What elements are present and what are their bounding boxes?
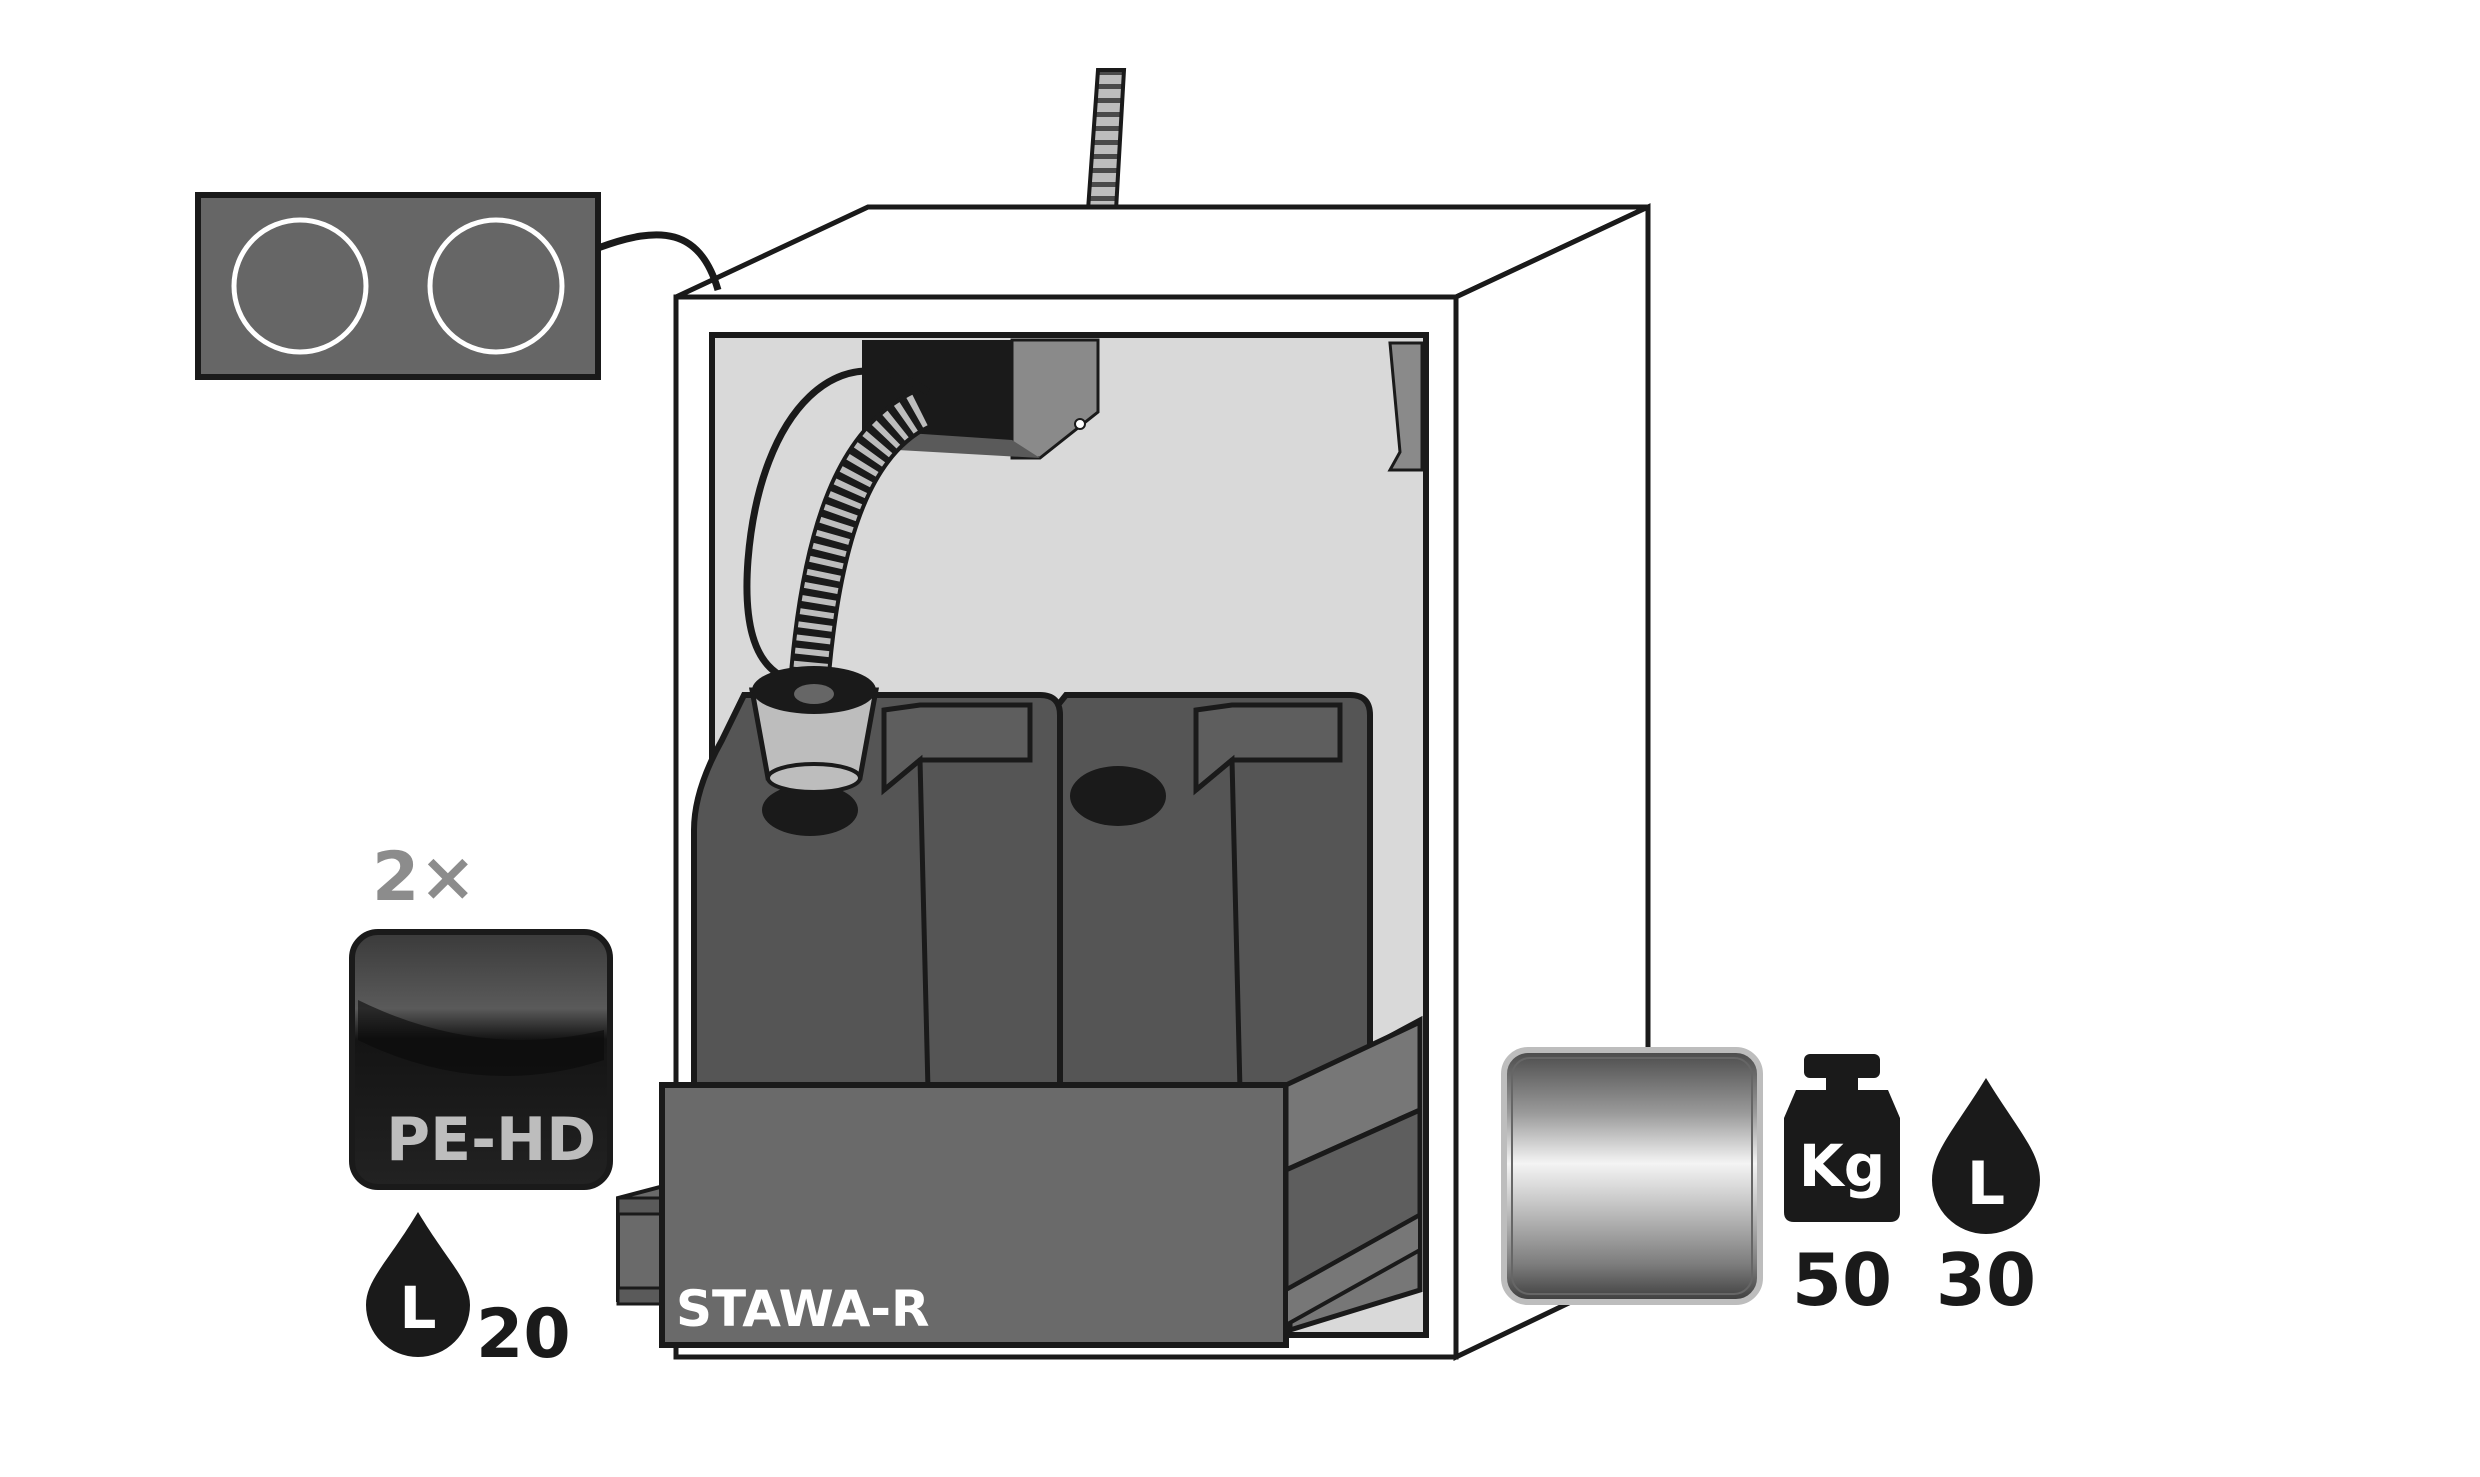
drop-icon [366,1212,470,1357]
exhaust-bracket [862,338,1100,460]
container-volume-value: 20 [476,1295,571,1374]
container-volume-symbol: L [400,1274,437,1342]
container-volume-badge: L 20 [366,1212,571,1374]
steel-material-tile [1501,1047,1763,1305]
material-label: PE-HD [386,1105,596,1175]
exhaust-hose-top [1085,68,1127,212]
tray-name-label: STAWA-R [676,1280,930,1338]
tray-volume-symbol: L [1967,1149,2005,1219]
multiplier-label: 2× [372,838,476,917]
extraction-hose [787,391,931,702]
tray-volume-value: 30 [1936,1238,2036,1322]
stawa-r-tray: STAWA-R [659,1018,1423,1348]
weight-symbol: Kg [1799,1132,1885,1200]
power-socket-box [195,192,722,380]
weight-value: 50 [1792,1238,1892,1322]
socket-right [427,217,565,355]
tray-volume-badge: L 30 [1932,1078,2040,1322]
socket-left [231,217,369,355]
drop-icon-2 [1932,1078,2040,1234]
funnel [749,666,879,794]
weight-handle [1804,1054,1880,1078]
canister-right [999,692,1373,1093]
canister-left [691,666,1063,1093]
weight-capacity-badge: Kg 50 [1784,1054,1900,1322]
pe-hd-material-tile: PE-HD [349,929,613,1190]
weight-icon [1784,1090,1900,1222]
